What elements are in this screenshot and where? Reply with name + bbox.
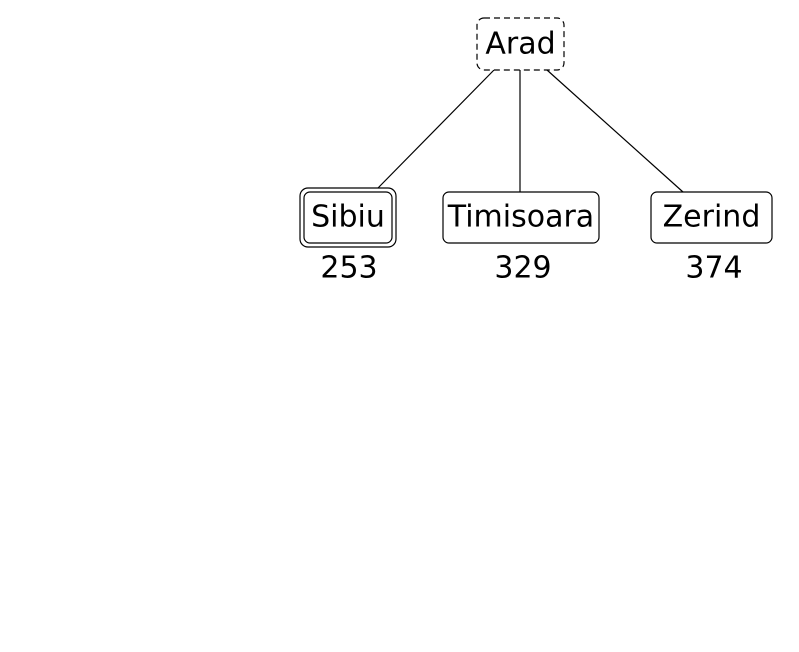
- node-arad-box: [476, 17, 565, 71]
- node-sibiu: Sibiu 253: [299, 187, 397, 286]
- node-timisoara: Timisoara 329: [442, 191, 600, 286]
- node-sibiu-cost: 253: [320, 251, 377, 286]
- edge-arad-zerind: [546, 69, 684, 193]
- node-timisoara-cost: 329: [494, 251, 551, 286]
- node-zerind: Zerind 374: [650, 191, 773, 286]
- node-sibiu-box-inner: [303, 191, 393, 244]
- node-zerind-label: Zerind: [663, 200, 761, 235]
- edge-arad-sibiu: [377, 69, 495, 189]
- node-zerind-cost: 374: [685, 251, 742, 286]
- node-arad-label: Arad: [485, 27, 555, 62]
- node-arad: Arad: [476, 17, 565, 71]
- node-timisoara-box: [442, 191, 600, 244]
- node-timisoara-label: Timisoara: [447, 200, 594, 235]
- node-sibiu-box-outer: [299, 187, 397, 248]
- node-sibiu-label: Sibiu: [311, 200, 385, 235]
- node-zerind-box: [650, 191, 773, 244]
